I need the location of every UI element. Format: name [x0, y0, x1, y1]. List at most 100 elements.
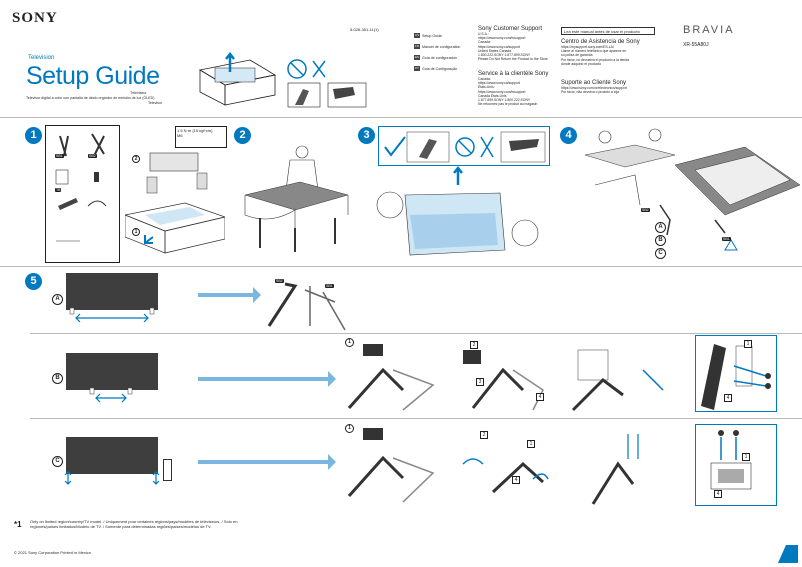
step-1-number: 1	[25, 127, 42, 144]
option-a-marker: A	[655, 222, 666, 233]
subtitle-fr: Téléviseur	[130, 91, 147, 95]
read-manual-notice: Lea este manual antes de usar el product…	[561, 27, 655, 35]
document-number: 5-026-351-11(1)	[350, 27, 379, 32]
sub-step-1: 1	[345, 338, 354, 347]
stand-c-assembly-illustration	[347, 428, 639, 505]
lang-code-pt: PT	[414, 66, 420, 71]
page-corner-icon	[778, 545, 798, 563]
option-a-marker: A	[52, 294, 63, 305]
stand-a-illustration	[267, 282, 346, 331]
footnote-marker: *1	[14, 520, 22, 529]
support-en-line: Canada:	[478, 40, 491, 45]
support-fr-line: Canada États-Unis	[478, 93, 507, 98]
arrow-a-head	[253, 287, 261, 303]
tv-front-b	[66, 353, 158, 390]
lang-label-us: Setup Guide	[422, 33, 442, 38]
tag-sb1: SB1	[55, 154, 64, 158]
table-illustration	[244, 145, 349, 252]
arrow-b-head	[328, 371, 336, 387]
assembly-step-1: 1	[527, 440, 535, 448]
tv-front-c	[66, 437, 158, 474]
detail-b-illustration	[701, 344, 771, 410]
page-title: Setup Guide	[26, 62, 160, 90]
divider	[0, 266, 802, 267]
assembly-step-1: 1	[742, 453, 750, 461]
lang-code-us: US	[414, 33, 420, 38]
assembly-step-4: 4	[714, 490, 722, 498]
support-en-title: Sony Customer Support	[478, 26, 543, 32]
support-pt-title: Suporte ao Cliente Sony	[561, 80, 627, 86]
support-fr: Service à la clientèle Sony Canada: http…	[478, 71, 560, 106]
step-3-number: 3	[358, 127, 375, 144]
subtitle-pt: Televisor	[148, 101, 163, 105]
unboxing-illustration	[198, 51, 277, 106]
bravia-logo: BRAVIA	[683, 24, 735, 36]
support-en-line: United States Canada	[478, 48, 512, 53]
support-fr-title: Service à la clientèle Sony	[478, 71, 549, 77]
support-fr-line: https://www.sony.com/tvsupport	[478, 89, 526, 94]
footnote-text: Only on limited region/country/TV model.…	[30, 519, 238, 529]
tag-tb: TB	[55, 188, 62, 192]
lang-label-fr: Manuel de configuration	[422, 44, 461, 49]
lang-code-es: ES	[414, 55, 420, 60]
arrow-b	[198, 377, 328, 381]
step-5-number: 5	[25, 273, 42, 290]
lang-code-fr: FR	[414, 44, 420, 49]
support-pt: Suporte ao Cliente Sony https://www.sony…	[561, 80, 665, 94]
soundbar-device	[163, 459, 172, 481]
lift-guidance-illustration	[384, 131, 546, 163]
option-c-marker: C	[52, 456, 63, 467]
support-fr-line: Canada:	[478, 77, 491, 81]
assembly-step-2: 2	[480, 431, 488, 439]
tv-front-a	[66, 273, 158, 310]
support-pt-line: https://www.sony.com.br/electronics/supp…	[561, 86, 627, 90]
assembly-step-4: 4	[536, 393, 544, 401]
assembly-step-2: 2	[470, 341, 478, 349]
lang-label-es: Guía de configuración	[422, 55, 458, 60]
support-en-line: 1.800.222.SONY 1.877.899.SONY	[478, 53, 531, 58]
sub-step-1: 1	[132, 228, 140, 236]
tag-sb2: SB2	[275, 279, 284, 283]
product-type: Television	[28, 55, 55, 61]
detail-box-c	[695, 424, 777, 506]
screw-spec: 1.5 N·m {15 kgf·cm}	[177, 128, 213, 133]
option-c-marker: C	[655, 248, 666, 259]
detail-box-b	[695, 335, 777, 412]
support-es-title: Centro de Asistencia de Sony	[561, 39, 640, 45]
support-es-line: donde adquirió el producto	[561, 61, 602, 66]
support-en-line: https://www.sony.com/tvsupport	[478, 36, 526, 41]
support-en-line: https://www.sony.ca/support	[478, 44, 520, 49]
accessories-illustration	[55, 133, 107, 242]
support-en-line: Please Do Not Return the Product to the …	[478, 57, 548, 62]
lang-label-pt: Guia de Configuração	[422, 66, 457, 71]
assembly-step-4: 4	[724, 394, 732, 402]
caution-illustration	[287, 59, 367, 108]
divider	[30, 418, 802, 419]
tag-sb2: SB2	[641, 208, 650, 212]
subtitle-es: Televisor digital a color con pantalla d…	[26, 96, 155, 100]
copyright: © 2021 Sony Corporation Printed in Mexic…	[14, 550, 91, 555]
option-b-marker: B	[52, 373, 63, 384]
wide-stand-indicator	[69, 308, 155, 323]
box-open-illustration	[125, 152, 225, 254]
divider	[30, 333, 802, 334]
support-fr-line: États-Unis:	[478, 85, 495, 90]
support-pt-line: Por favor, não devolva o produto à loja	[561, 90, 620, 95]
narrow-stand-indicator	[89, 388, 133, 403]
accessories-box	[45, 125, 120, 263]
option-b-marker: B	[655, 235, 666, 246]
assembly-step-3: 3	[476, 378, 484, 386]
screw-spec-box: 1.5 N·m {15 kgf·cm} M6	[175, 126, 227, 148]
support-en-line: U.S.A.:	[478, 32, 489, 36]
screw-size: M6	[177, 133, 183, 138]
support-fr-line: 1.877.899.SONY 1.800.222.SONY	[478, 98, 531, 103]
model-number: XR-55A80J	[683, 42, 709, 48]
sub-step-1: 1	[345, 424, 354, 433]
support-fr-line: Ne retournez pas le produit au magasin	[478, 102, 538, 107]
arrow-c	[198, 460, 328, 464]
support-es: Centro de Asistencia de Sony https://mys…	[561, 39, 665, 66]
support-es-line: su póliza de garantía	[561, 53, 593, 58]
detail-c-illustration	[710, 430, 752, 490]
arrow-c-head	[328, 454, 336, 470]
